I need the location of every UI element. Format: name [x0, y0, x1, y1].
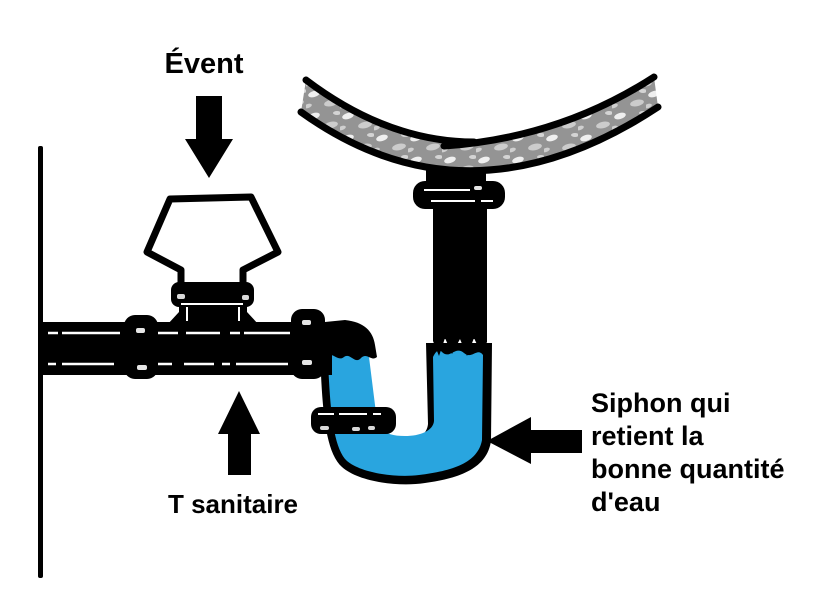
vent-funnel — [143, 193, 282, 292]
label-sanitary-tee: T sanitaire — [167, 489, 299, 519]
tee-fitting — [143, 193, 282, 325]
sink-basin-top-edge-left — [302, 76, 478, 146]
coupling-nut-left — [124, 315, 158, 379]
drain-pipe-jagged-end — [433, 337, 487, 356]
trap-elbow — [325, 320, 377, 361]
coupling-nut-right — [291, 309, 325, 379]
supply-pipe — [40, 322, 332, 375]
label-siphon: Siphon qui retient la bonne quantité d'e… — [591, 387, 784, 519]
siphon-label-line: retient la — [591, 421, 704, 451]
sink-basin — [297, 73, 662, 175]
drain-tailpiece — [413, 169, 505, 209]
drain-pipe — [433, 203, 487, 356]
down-arrow-icon — [185, 96, 233, 178]
trap-water — [328, 350, 483, 476]
sink-basin-band — [301, 77, 658, 171]
tee-coupling-nut — [171, 282, 254, 307]
left-arrow-icon — [487, 417, 582, 464]
siphon-label-line: bonne quantité — [591, 454, 785, 484]
trap-slip-nut — [311, 407, 396, 434]
label-vent: Évent — [164, 48, 244, 80]
sink-basin-top-edge-right — [440, 73, 658, 150]
siphon-label-line: d'eau — [591, 487, 661, 517]
siphon-label-line: Siphon qui — [591, 388, 731, 418]
up-arrow-icon — [218, 391, 260, 475]
